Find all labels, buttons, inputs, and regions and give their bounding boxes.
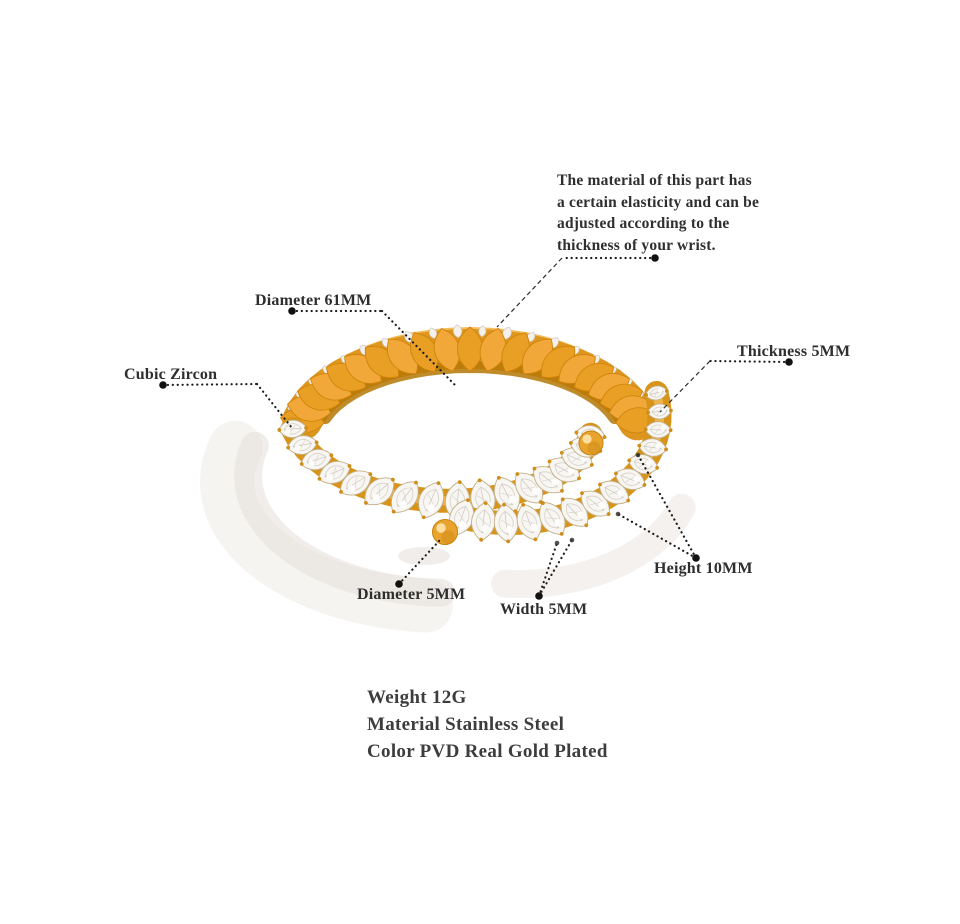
label-thickness-5mm: Thickness 5MM [737,343,851,360]
gold-marquise-leaf [387,338,418,375]
note-line-3: adjusted according to the [557,215,730,232]
leader-width-5mm [535,537,575,600]
rim-zircon-sparkle [429,327,437,339]
rim-zircon-sparkle [453,324,463,339]
note-line-4: thickness of your wrist. [557,236,716,254]
cubic-zircon-stone [539,501,566,536]
gold-marquise-leaf [456,326,484,372]
cubic-zircon-stone [644,385,669,401]
gold-marquise-leaf [479,327,507,372]
label-diameter-61mm: Diameter 61MM [255,292,372,309]
bracelet-shadow [199,420,696,633]
leader-anchor-dot [288,307,296,315]
cubic-zircon-stone [614,468,647,490]
cubic-zircon-stone [391,480,419,514]
gold-marquise-leaf [433,327,461,372]
cubic-zircon-stone [364,477,395,506]
product-specs: Weight 12G Material Stainless Steel Colo… [367,684,608,765]
bracelet-lower-front-row [432,381,673,545]
leader-elasticity-note [496,254,659,328]
bracelet-back-band [280,324,660,441]
cubic-zircon-stone [286,435,319,455]
cubic-zircon-stone [516,502,542,542]
leader-anchor-dot [692,554,700,562]
gold-ball-end [578,430,604,456]
cubic-zircon-stone [580,490,611,517]
cubic-zircon-stone [646,403,673,420]
leader-height-10mm [615,452,700,562]
leader-thickness-5mm [659,358,793,413]
leader-diameter-5mm [395,538,442,588]
note-line-1: The material of this part has [557,172,752,189]
note-line-2: a certain elasticity and can be [557,193,760,211]
gold-marquise-leaf [410,332,439,373]
cubic-zircon-stone [418,481,444,520]
cubic-zircon-stone [598,480,631,505]
leader-diameter-61mm [288,307,457,387]
spec-weight: Weight 12G [367,687,467,708]
cubic-zircon-stone [339,470,373,496]
label-cubic-zircon: Cubic Zircon [124,366,218,383]
cubic-zircon-stone [493,502,519,544]
leader-cubic-zircon [159,381,294,430]
cubic-zircon-stone [299,448,334,471]
cubic-zircon-stone [559,447,594,471]
spec-color: Color PVD Real Gold Plated [367,741,608,762]
spec-material: Material Stainless Steel [367,714,565,735]
rim-zircon-sparkle [478,325,487,338]
label-width-5mm: Width 5MM [500,601,588,618]
cubic-zircon-stone [471,501,496,542]
gold-ball-end [432,519,458,545]
leader-anchor-dot [159,381,167,389]
leader-anchor-dot [395,580,403,588]
elasticity-note: The material of this part has a certain … [557,170,759,256]
leader-anchor-dot [535,592,543,600]
cubic-zircon-stone [637,438,668,457]
cubic-zircon-stone [643,421,673,439]
leader-anchor-dot [651,254,659,262]
cubic-zircon-stone [560,497,589,528]
annotation-leader-lines [159,254,793,600]
label-height-10mm: Height 10MM [654,560,753,577]
label-diameter-5mm: Diameter 5MM [357,586,466,603]
cubic-zircon-stone [277,419,308,439]
leader-anchor-dot [785,358,793,366]
cubic-zircon-stone [317,461,352,484]
